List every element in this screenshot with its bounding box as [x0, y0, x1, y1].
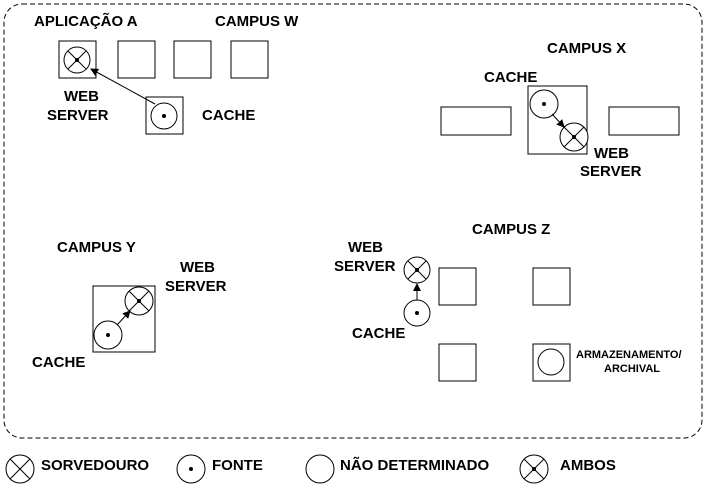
cache-label: CACHE — [484, 69, 537, 86]
campus-y-web-server-node — [124, 286, 154, 316]
campus-z-device-box — [438, 267, 477, 306]
both-legend-icon — [519, 454, 549, 484]
web-label: WEB — [594, 145, 629, 162]
campus-w-device-box — [230, 40, 269, 79]
campus-z-storage-node — [532, 343, 571, 382]
flow-arrow — [116, 310, 131, 326]
web-label: WEB — [180, 259, 215, 276]
ambos-legend-label: AMBOS — [560, 457, 616, 474]
campus-x-label: CAMPUS X — [547, 40, 626, 57]
campus-z-cache-node — [403, 299, 431, 327]
campus-w-web-server-node — [58, 40, 97, 79]
campus-z-label: CAMPUS Z — [472, 221, 550, 238]
cache-label: CACHE — [352, 325, 405, 342]
campus-x-device-box — [608, 106, 680, 136]
campus-w-device-box — [117, 40, 156, 79]
sink-legend-icon — [5, 454, 35, 484]
web-label: WEB — [64, 88, 99, 105]
web-label: WEB — [348, 239, 383, 256]
aplicacao-a-label: APLICAÇÃO A — [34, 12, 138, 30]
nao-determinado-legend-label: NÃO DETERMINADO — [340, 456, 489, 474]
server-label: SERVER — [165, 278, 227, 295]
campus-y-cache-node — [93, 320, 123, 350]
campus-z-device-box — [532, 267, 571, 306]
sorvedouro-legend-label: SORVEDOURO — [41, 457, 149, 474]
network-boundary — [3, 3, 703, 439]
archival-label: ARCHIVAL — [604, 363, 660, 375]
legend: SORVEDOURO FONTE NÃO DETERMINADO AMBOS — [5, 454, 616, 484]
campus-w-cache-node — [145, 96, 184, 135]
armazenamento-label: ARMAZENAMENTO/ — [576, 349, 682, 361]
source-legend-icon — [176, 454, 206, 484]
server-label: SERVER — [47, 107, 109, 124]
server-label: SERVER — [580, 163, 642, 180]
flow-arrow — [90, 68, 156, 105]
campus-x-web-server-node — [559, 122, 589, 152]
server-label: SERVER — [334, 258, 396, 275]
campus-x-device-box — [440, 106, 512, 136]
campus-x-cache-node — [529, 89, 559, 119]
flow-arrow — [551, 113, 565, 128]
campus-z-device-box — [438, 343, 477, 382]
undetermined-legend-icon — [305, 454, 335, 484]
cache-label: CACHE — [32, 354, 85, 371]
campus-y-label: CAMPUS Y — [57, 239, 136, 256]
campus-z-web-server-node — [403, 256, 431, 284]
cache-label: CACHE — [202, 107, 255, 124]
campus-w-device-box — [173, 40, 212, 79]
campus-w-label: CAMPUS W — [215, 13, 299, 30]
fonte-legend-label: FONTE — [212, 457, 263, 474]
